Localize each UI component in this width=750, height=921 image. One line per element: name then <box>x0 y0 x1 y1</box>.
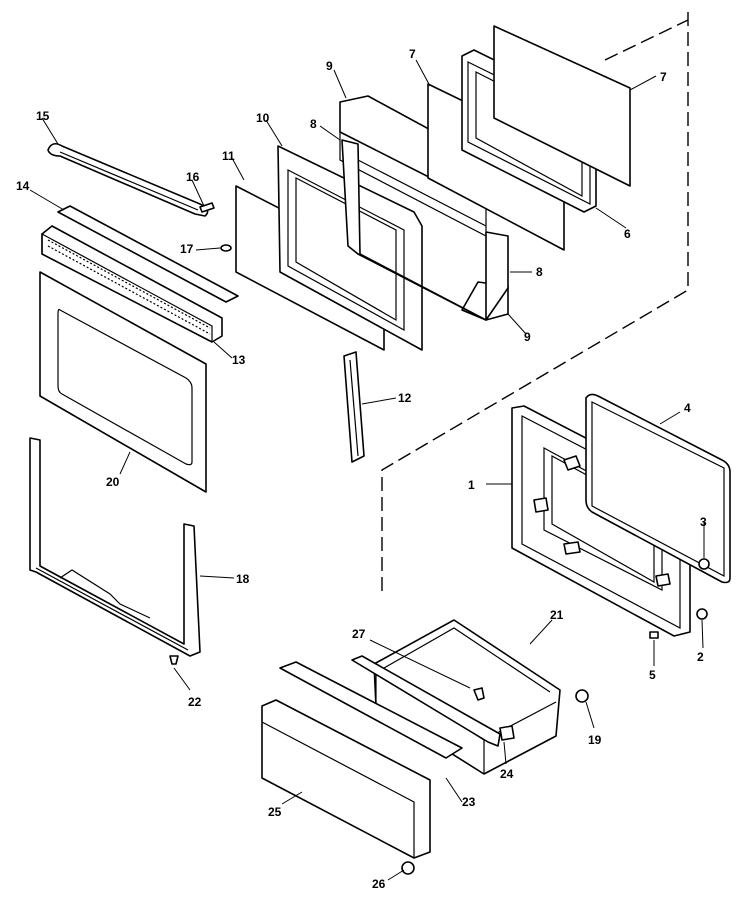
part-17-clip <box>220 244 232 252</box>
assembly-boundary <box>381 12 689 595</box>
callout-15: 15 <box>36 109 50 123</box>
callout-16: 16 <box>186 170 200 184</box>
callout-26: 26 <box>372 877 386 891</box>
callout-3: 3 <box>700 515 707 529</box>
part-3-nut <box>698 558 710 570</box>
callout-labels: 1 2 3 4 5 6 7 7 8 8 9 9 10 11 12 13 14 1… <box>16 47 707 891</box>
callout-20: 20 <box>106 475 120 489</box>
part-18-door-liner-frame <box>29 437 201 657</box>
part-26-screw <box>401 861 415 875</box>
callout-8-bottom: 8 <box>536 265 543 279</box>
callout-21: 21 <box>550 608 564 622</box>
callout-1: 1 <box>468 478 475 492</box>
callout-14: 14 <box>16 179 30 193</box>
callout-5: 5 <box>649 668 656 682</box>
callout-10: 10 <box>256 111 270 125</box>
callout-12: 12 <box>398 391 412 405</box>
part-22-screw <box>169 655 179 665</box>
part-16-handle-screw <box>199 202 215 213</box>
leader-lines <box>29 59 705 881</box>
callout-7-rear-glass: 7 <box>660 70 667 84</box>
callout-17: 17 <box>180 242 194 256</box>
callout-13: 13 <box>232 353 246 367</box>
callout-19: 19 <box>588 733 602 747</box>
part-23-panel-strip <box>279 661 463 759</box>
part-7-rear-glass <box>493 25 631 187</box>
part-19-drawer-glide <box>575 689 589 703</box>
part-2-nut <box>696 608 708 620</box>
part-5-spacer <box>649 631 659 639</box>
callout-18: 18 <box>236 572 250 586</box>
part-24-drawer-rail <box>351 655 515 747</box>
part-13-vent-trim <box>41 225 223 343</box>
callout-9-bottom: 9 <box>524 330 531 344</box>
part-14-trim-strip <box>57 205 239 303</box>
callout-25: 25 <box>268 805 282 819</box>
part-27-screw <box>473 687 485 701</box>
callout-2: 2 <box>697 650 704 664</box>
callout-23: 23 <box>462 795 476 809</box>
callout-8-top: 8 <box>310 117 317 131</box>
part-15-door-handle <box>47 142 209 217</box>
callout-4: 4 <box>684 401 691 415</box>
callout-24: 24 <box>500 767 514 781</box>
callout-27: 27 <box>352 627 366 641</box>
part-8-spacer-frame <box>341 139 509 321</box>
callout-9-top: 9 <box>326 59 333 73</box>
callout-11: 11 <box>222 149 235 163</box>
part-4-door-gasket <box>585 393 731 584</box>
part-21-storage-drawer <box>373 619 561 775</box>
callout-22: 22 <box>188 695 202 709</box>
part-12-side-channel <box>343 351 365 463</box>
callout-7-middle-glass: 7 <box>409 47 416 61</box>
part-20-outer-door-panel <box>39 271 207 493</box>
part-25-drawer-front-panel <box>261 699 431 859</box>
callout-6: 6 <box>624 227 631 241</box>
